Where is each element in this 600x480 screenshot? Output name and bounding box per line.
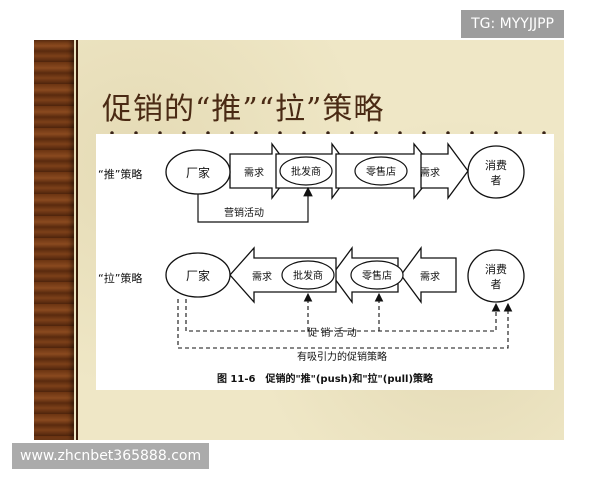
wood-border-edge (76, 40, 78, 440)
push-demand-label-1: 需求 (244, 167, 264, 179)
pull-retailer-label: 零售店 (362, 269, 392, 282)
figure-caption: 图 11-6 促销的"推"(push)和"拉"(pull)策略 (217, 372, 434, 385)
pull-consumer-label-1: 消费 (485, 262, 507, 276)
pull-wholesaler-label: 批发商 (293, 269, 323, 282)
pull-manufacturer-node (165, 252, 231, 298)
wood-border (34, 40, 74, 440)
pull-arrow-1 (400, 246, 457, 304)
pull-consumer-node (467, 249, 525, 303)
pull-demand-label-2: 需求 (420, 271, 440, 283)
push-wholesaler-label: 批发商 (291, 165, 321, 178)
dotted-rule (100, 128, 550, 138)
push-wholesaler-node (279, 156, 333, 186)
push-consumer-label-2: 者 (491, 174, 502, 187)
push-retailer-node (354, 156, 408, 186)
push-activity-loop (197, 186, 313, 223)
watermark-top: TG: MYYJJPP (461, 10, 564, 38)
diagram-canvas: “推”策略 厂家 需求 批发商 零售店 需求 消费 者 营销活动 “拉”策略 厂… (98, 142, 525, 385)
pull-manufacturer-label: 厂家 (186, 268, 210, 283)
push-pull-diagram: “推”策略 厂家 需求 批发商 零售店 需求 消费 者 营销活动 “拉”策略 厂… (96, 134, 554, 390)
pull-strategy-caption: 有吸引力的促销策略 (297, 350, 387, 363)
pull-strategy-line (177, 299, 513, 349)
pull-strategy-label: “拉”策略 (98, 271, 142, 285)
pull-consumer-label-2: 者 (491, 278, 502, 291)
pull-demand-label-1: 需求 (252, 271, 272, 283)
push-activity-label: 营销活动 (224, 206, 264, 219)
pull-activity-label: 促 销 活 动 (307, 326, 357, 339)
slide-title: 促销的“推”“拉”策略 (102, 92, 385, 127)
push-manufacturer-label: 厂家 (186, 165, 210, 180)
push-demand-label-2: 需求 (420, 167, 440, 179)
pull-activity-line-top (185, 299, 501, 332)
pull-retailer-node (350, 260, 404, 290)
push-consumer-label-1: 消费 (485, 158, 507, 172)
watermark-bottom: www.zhcnbet365888.com (12, 443, 210, 469)
push-consumer-node (467, 145, 525, 199)
push-arrow-4 (420, 142, 469, 200)
pull-wholesaler-node (281, 260, 335, 290)
push-retailer-label: 零售店 (366, 165, 396, 178)
push-strategy-label: “推”策略 (98, 167, 142, 181)
